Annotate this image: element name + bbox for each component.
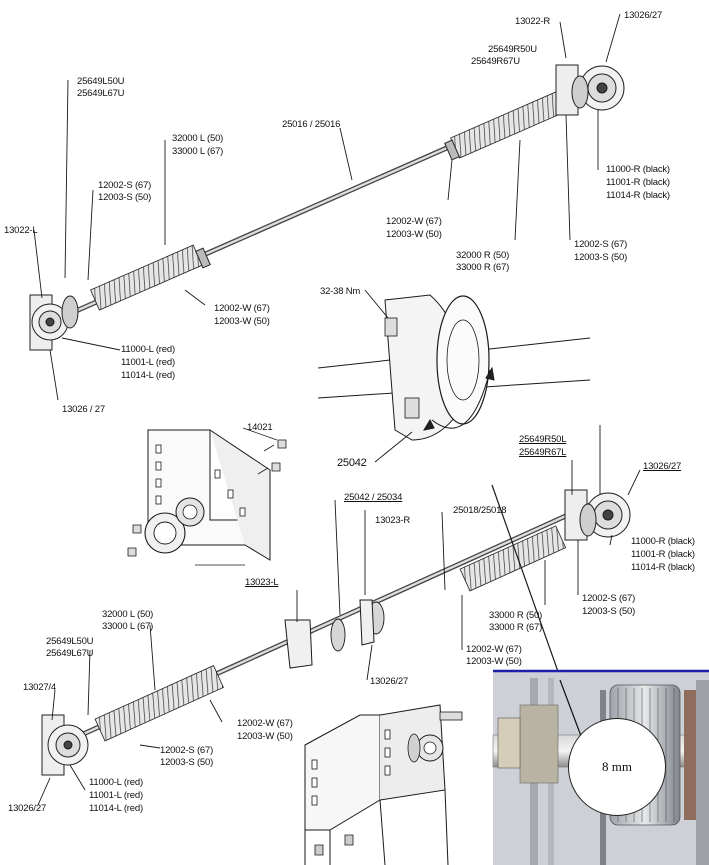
cone-torque-detail xyxy=(317,289,591,463)
part-label-11014l-b: 11014-L (red) xyxy=(89,803,143,814)
center-cone-left xyxy=(195,247,211,269)
part-label-33000r: 33000 R (67) xyxy=(456,262,510,273)
part-label-13027-4: 13027/4 xyxy=(23,682,56,693)
part-label-12003w-50-b: 12003-W (50) xyxy=(466,656,522,667)
dimension-callout: 8 mm xyxy=(568,718,666,816)
part-label-25016: 25016 / 25016 xyxy=(282,119,341,130)
part-label-12002s-67-r: 12002-S (67) xyxy=(574,239,628,250)
part-label-12002w-67-c: 12002-W (67) xyxy=(237,718,293,729)
left-torsion-spring xyxy=(90,244,203,311)
part-label-11001r-b: 11001-R (black) xyxy=(631,549,695,560)
part-label-13026-27-top: 13026/27 xyxy=(624,10,663,21)
torque-label: 32-38 Nm xyxy=(320,286,361,297)
part-label-33000l: 33000 L (67) xyxy=(172,146,224,157)
part-label-12002w-67-mid: 12002-W (67) xyxy=(386,216,442,227)
bottom-bracket-detail: + xyxy=(304,704,507,865)
part-label-13023l: 13023-L xyxy=(245,577,279,588)
part-label-13026-27-b: 13026/27 xyxy=(370,676,409,687)
part-label-33000r-b1: 33000 R (50) xyxy=(489,610,543,621)
part-label-11014l: 11014-L (red) xyxy=(121,370,175,381)
part-label-33000l-b: 33000 L (67) xyxy=(102,621,154,632)
part-label-12002s-67-c: 12002-S (67) xyxy=(160,745,214,756)
part-label-13026-27-bl: 13026/27 xyxy=(8,803,47,814)
part-label-25649r50u: 25649R50U xyxy=(488,44,537,55)
bottom-right-spring xyxy=(459,525,567,592)
part-label-12003s-50-r: 12003-S (50) xyxy=(574,252,628,263)
part-label-13022l-top: 13022-L xyxy=(4,225,38,236)
part-label-11001l-b: 11001-L (red) xyxy=(89,790,143,801)
right-end-bracket xyxy=(555,64,625,116)
part-label-12002w-67-b: 12002-W (67) xyxy=(466,644,522,655)
part-label-25649l50u: 25649L50U xyxy=(77,76,125,87)
part-label-14021: 14021 xyxy=(247,422,273,433)
part-label-11001l: 11001-L (red) xyxy=(121,357,175,368)
part-label-12003w-50-mid: 12003-W (50) xyxy=(386,229,442,240)
part-label-12002s-67-b: 12002-S (67) xyxy=(582,593,636,604)
bottom-center-bracket xyxy=(284,599,385,669)
top-leader-lines xyxy=(33,13,621,401)
part-label-12002s-67: 12002-S (67) xyxy=(98,180,152,191)
dimension-callout-text: 8 mm xyxy=(602,759,632,774)
part-label-12003w-50-c: 12003-W (50) xyxy=(237,731,293,742)
part-label-11000r-b: 11000-R (black) xyxy=(631,536,695,547)
part-label-11014r: 11014-R (black) xyxy=(606,190,670,201)
part-label-12002w-67-l: 12002-W (67) xyxy=(214,303,270,314)
part-label-13026-27-r2: 13026/27 xyxy=(643,461,682,472)
part-label-13026-27-l: 13026 / 27 xyxy=(62,404,105,415)
bottom-assembly xyxy=(37,425,641,806)
part-label-25018: 25018/25018 xyxy=(453,505,507,516)
part-label-11000r: 11000-R (black) xyxy=(606,164,670,175)
part-label-13022-r-top: 13022-R xyxy=(515,16,551,27)
part-label-12003s-50-c: 12003-S (50) xyxy=(160,757,214,768)
part-label-11000l-b: 11000-L (red) xyxy=(89,777,143,788)
part-label-13023r: 13023-R xyxy=(375,515,411,526)
part-label-11001r: 11001-R (black) xyxy=(606,177,670,188)
part-label-25649r50l: 25649R50L xyxy=(519,434,567,445)
part-label-12003w-50-l: 12003-W (50) xyxy=(214,316,270,327)
bottom-left-spring xyxy=(94,665,224,742)
part-label-25649r67u: 25649R67U xyxy=(471,56,520,67)
part-label-25649l67u-b: 25649L67U xyxy=(46,648,94,659)
part-label-25649l50u-b: 25649L50U xyxy=(46,636,94,647)
bracket-detail xyxy=(127,427,287,566)
left-end-bracket xyxy=(29,294,79,351)
part-label-11000l: 11000-L (red) xyxy=(121,344,175,355)
part-label-32000r: 32000 R (50) xyxy=(456,250,510,261)
part-label-25042-25034: 25042 / 25034 xyxy=(344,492,403,503)
bottom-left-end xyxy=(41,714,89,776)
center-cone-right xyxy=(444,139,460,161)
part-label-25649l67u: 25649L67U xyxy=(77,88,125,99)
part-label-25042: 25042 xyxy=(337,457,367,469)
part-label-32000l: 32000 L (50) xyxy=(172,133,224,144)
part-label-12003s-50: 12003-S (50) xyxy=(98,192,152,203)
part-label-32000l-b: 32000 L (50) xyxy=(102,609,154,620)
right-torsion-spring xyxy=(450,90,569,159)
top-assembly xyxy=(29,13,625,401)
part-label-33000r-b2: 33000 R (67) xyxy=(489,622,543,633)
part-label-12003s-50-b: 12003-S (50) xyxy=(582,606,636,617)
part-label-11014r-b: 11014-R (black) xyxy=(631,562,695,573)
part-label-25649r67l: 25649R67L xyxy=(519,447,567,458)
bottom-right-end xyxy=(564,489,631,541)
